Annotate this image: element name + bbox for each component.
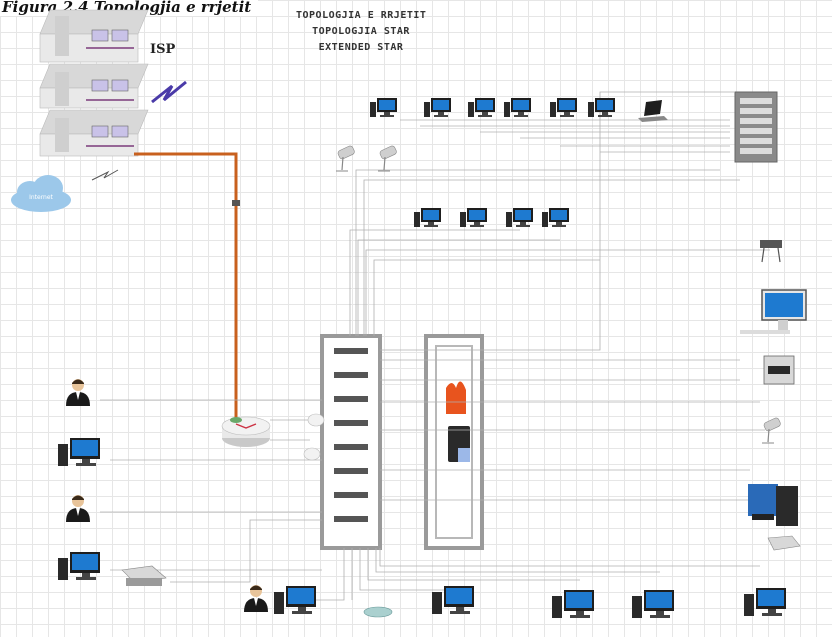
cabling xyxy=(100,91,770,601)
internet-cloud-icon xyxy=(8,172,74,214)
fiber-uplink-cable xyxy=(134,152,238,420)
wireless-signal-icon xyxy=(91,169,119,181)
laptop-icon xyxy=(638,100,668,122)
diagram-title-line-3: EXTENDED STAR xyxy=(318,42,404,53)
isp-server-stack xyxy=(39,9,149,157)
firewall-icon xyxy=(446,381,466,414)
workstation-icon xyxy=(748,484,798,526)
internet-cloud-label: Internet xyxy=(29,194,53,201)
router-icon xyxy=(221,416,271,447)
diagram-title-line-1: TOPOLOGJIA E RRJETIT xyxy=(296,10,427,21)
multifunction-printer-icon xyxy=(763,355,795,385)
isp-label: ISP xyxy=(150,42,176,57)
plotter-icon xyxy=(760,240,782,263)
imac-icon xyxy=(740,289,807,334)
top-right-patch-panel xyxy=(734,91,778,163)
left-printer-icon xyxy=(121,565,167,586)
wireless-link-icon xyxy=(151,80,187,104)
server-rack xyxy=(424,334,484,550)
fiber-connector xyxy=(232,200,240,206)
main-switch-rack xyxy=(320,334,382,550)
diagram-title-line-2: TOPOLOGJIA STAR xyxy=(312,26,410,37)
bottom-switch-icon xyxy=(363,606,393,618)
small-printer-icon xyxy=(767,535,801,551)
